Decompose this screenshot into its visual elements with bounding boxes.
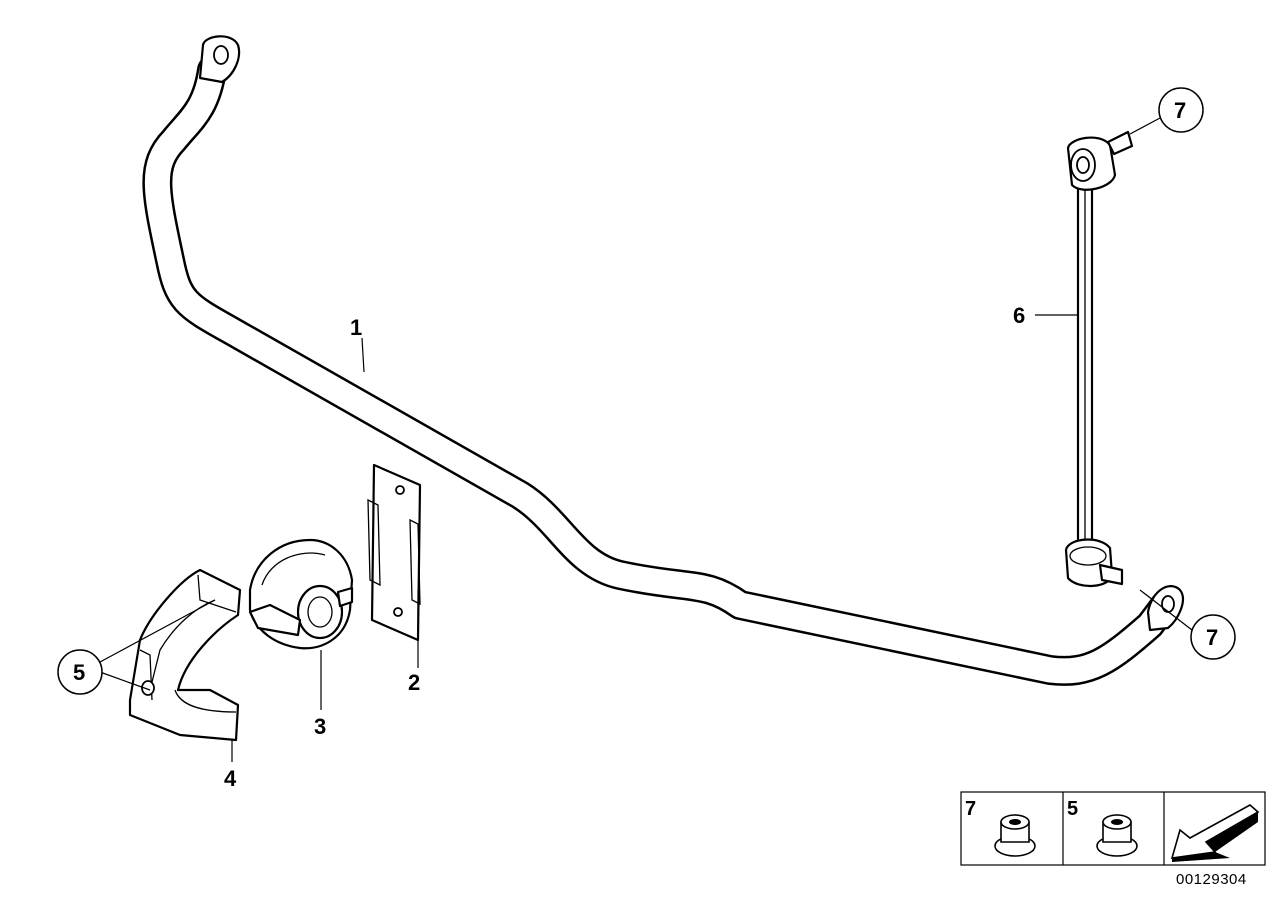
callout-2: 2: [408, 670, 420, 695]
callout-7-bottom: 7: [1206, 625, 1218, 650]
stabilizer-bar[interactable]: [142, 35, 1185, 686]
callout-5-circle: [57, 649, 103, 695]
callout-3: 3: [314, 714, 326, 739]
callouts: 1 2 3 4 5 6 7 7: [57, 87, 1236, 791]
callout-4: 4: [224, 766, 237, 791]
callout-1: 1: [350, 315, 362, 340]
legend-item-5-label: 5: [1067, 798, 1078, 820]
legend-box: 7 5: [960, 791, 1266, 866]
stabilizer-link[interactable]: [1064, 130, 1134, 587]
rubber-mounting[interactable]: [248, 538, 354, 650]
legend-item-7-label: 7: [965, 798, 976, 820]
callout-7-bottom-circle: [1190, 614, 1236, 660]
callout-7-top: 7: [1174, 98, 1186, 123]
flange-nut-icon: [994, 814, 1036, 857]
callout-6: 6: [1013, 303, 1025, 328]
bracket[interactable]: [128, 568, 242, 742]
direction-arrow-icon: [1170, 804, 1260, 862]
leader-lines: [99, 117, 1193, 762]
callout-5: 5: [73, 660, 85, 685]
flange-nut-icon: [1096, 814, 1138, 857]
diagram-id: 00129304: [1176, 871, 1247, 888]
callout-7-top-circle: [1158, 87, 1204, 133]
mounting-plate[interactable]: [367, 463, 422, 642]
